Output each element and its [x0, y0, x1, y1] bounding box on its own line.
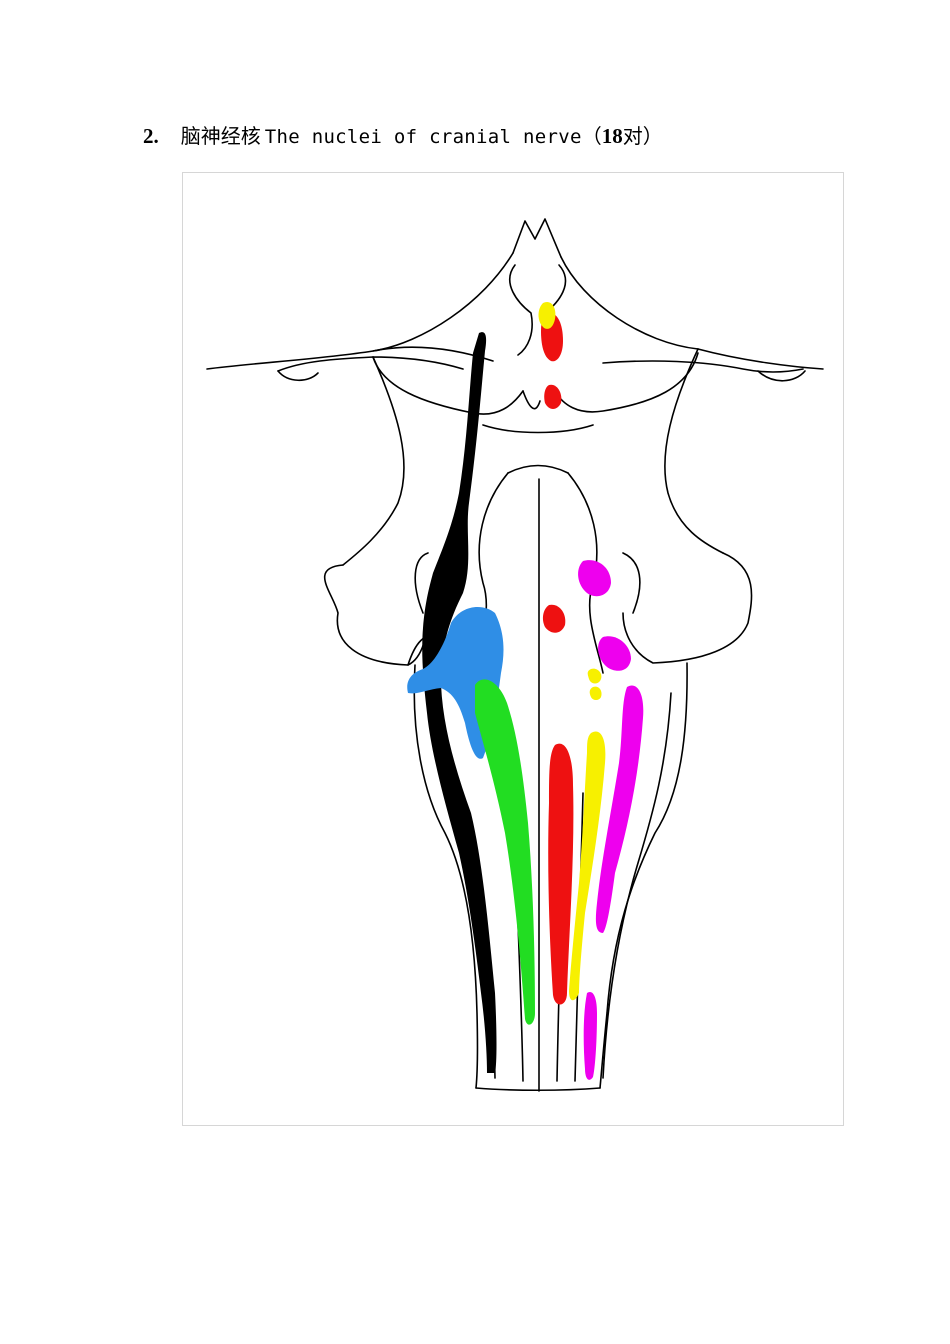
outline-medulla-right — [599, 662, 688, 1089]
outline-crossbar-left — [206, 346, 494, 370]
green-nucleus — [475, 679, 535, 1025]
outline-right-side — [664, 348, 724, 554]
outline-left-peduncle — [323, 564, 429, 666]
red-nucleus-mid — [542, 604, 566, 633]
pair-count: 18 — [601, 124, 623, 148]
yellow-nucleus-dot-1 — [587, 668, 602, 684]
outline-medulla-left — [413, 664, 479, 1089]
black-nucleus — [422, 332, 497, 1073]
open-paren: （ — [581, 124, 602, 148]
outline-right-peduncle — [622, 552, 753, 664]
section-title-en: The nuclei of cranial nerve — [264, 126, 582, 148]
brainstem-figure — [182, 172, 844, 1126]
outline-top-right-wing — [560, 256, 699, 350]
outline-top-notch — [512, 218, 562, 258]
outline-left-side — [342, 356, 405, 566]
outline-crossbar-right — [697, 348, 824, 370]
outline-top-bottom-arc — [482, 424, 594, 434]
red-nucleus-long — [548, 743, 574, 1005]
outline-left-peduncle-inner — [414, 552, 429, 614]
brainstem-outline — [206, 218, 824, 1092]
magenta-nucleus-upper — [578, 560, 611, 597]
section-heading: 2. 脑神经核 The nuclei of cranial nerve （ 18… — [143, 120, 663, 152]
brainstem-diagram — [206, 218, 824, 1092]
outline-medulla-inner-right — [602, 692, 672, 1079]
magenta-nucleus-mid — [598, 636, 631, 671]
cranial-nerve-nuclei — [407, 301, 644, 1080]
outline-right-pulvinar — [602, 360, 804, 373]
outline-medulla-bottom — [475, 1087, 601, 1092]
outline-midline-top — [522, 390, 541, 410]
magenta-nucleus-long — [595, 685, 644, 933]
pair-unit: 对 — [622, 124, 643, 148]
outline-left-geniculate — [372, 356, 524, 415]
yellow-nucleus-dot-2 — [589, 686, 602, 700]
outline-right-bump — [757, 370, 806, 382]
outline-top-left-wing — [372, 252, 514, 352]
outline-right-peduncle-inner — [622, 552, 641, 614]
close-paren: ） — [642, 124, 663, 148]
yellow-nucleus-top — [538, 301, 556, 329]
red-nucleus-mid-upper — [544, 384, 562, 409]
section-number: 2. — [143, 124, 159, 148]
section-title-zh: 脑神经核 — [180, 124, 261, 148]
outline-fourth-ventricle-top — [507, 464, 569, 474]
magenta-nucleus-bottom — [583, 991, 597, 1080]
outline-pineal-left — [509, 264, 533, 356]
yellow-nucleus-long — [569, 731, 606, 1001]
outline-left-bump — [277, 370, 319, 382]
